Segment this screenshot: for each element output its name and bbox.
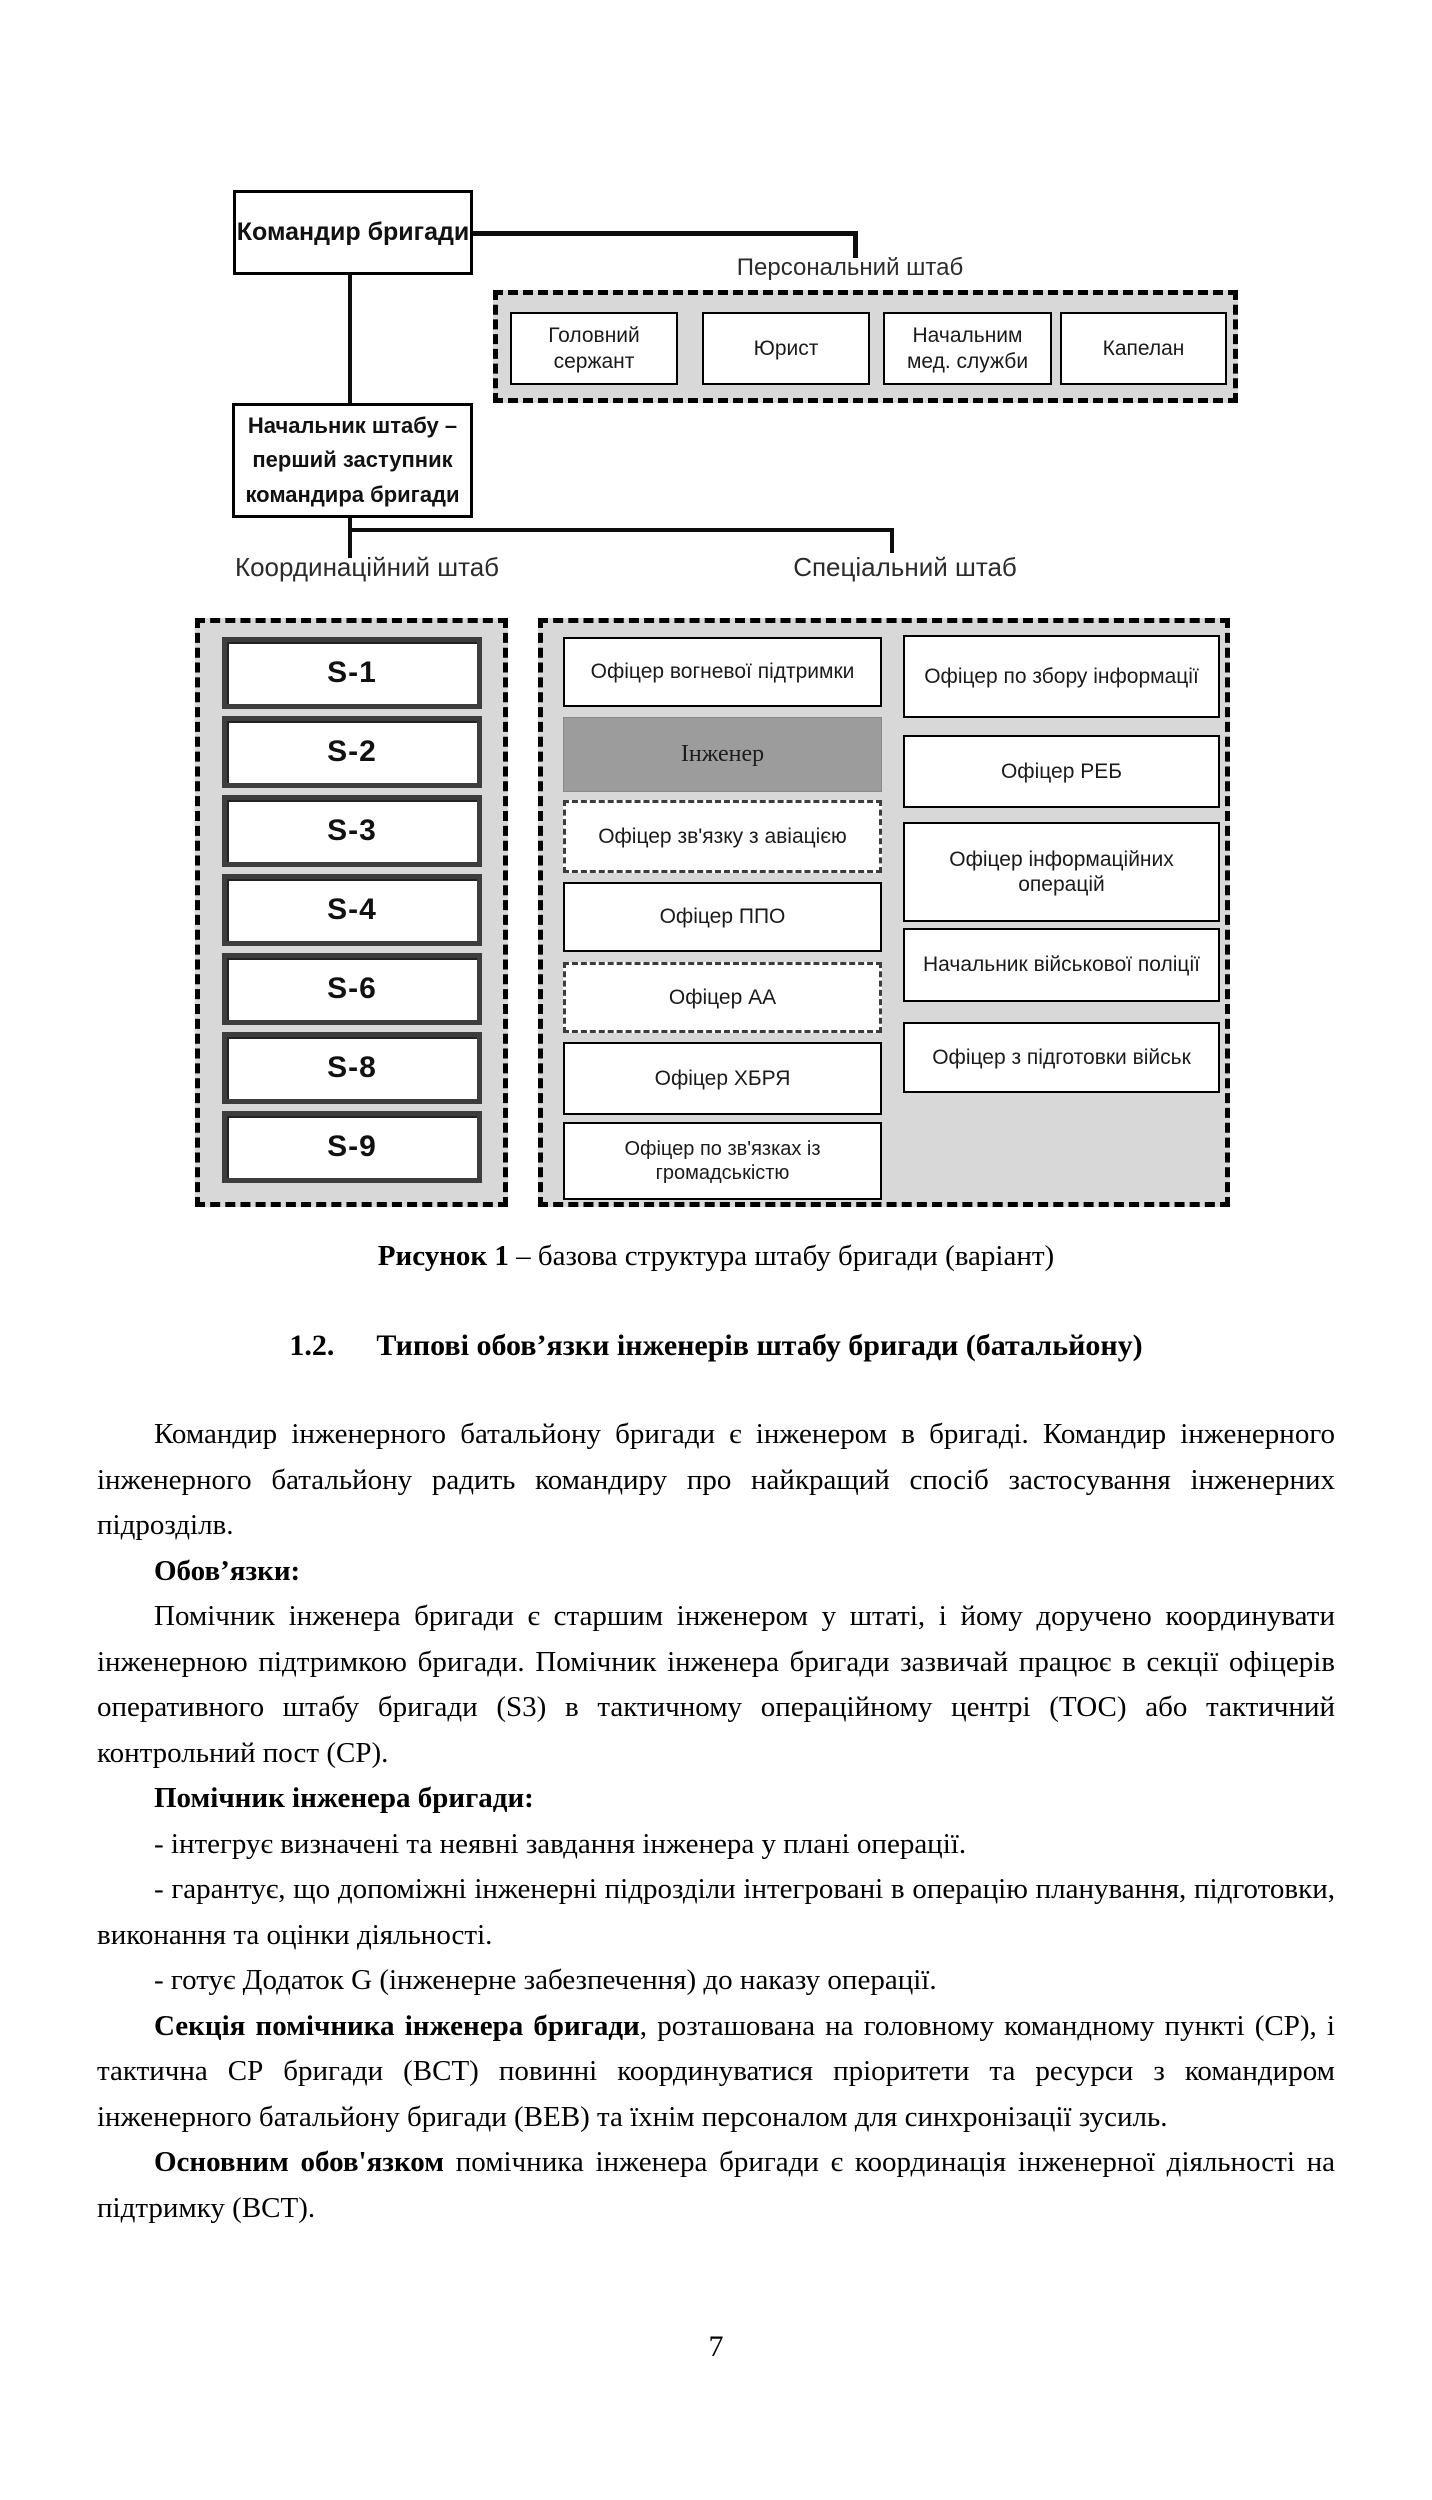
paragraph-text-run: - гарантує, що допоміжні інженерні підро… xyxy=(97,1873,1335,1951)
paragraph-bold-run: Секція помічника інженера бригади xyxy=(154,2009,640,2042)
body-paragraph: - гарантує, що допоміжні інженерні підро… xyxy=(97,1867,1335,1958)
chief-of-staff-box: Начальник штабу – перший заступник коман… xyxy=(232,403,473,518)
connector-chief-coordination xyxy=(348,518,352,558)
section-heading: 1.2. Типові обов’язки інженерів штабу бри… xyxy=(0,1329,1432,1363)
paragraph-bold-run: Обов’язки: xyxy=(154,1554,301,1587)
box-lawyer: Юрист xyxy=(702,312,870,385)
box-chaplain: Капелан xyxy=(1060,312,1227,385)
officer-box-air-defense: Офіцер ППО xyxy=(563,882,882,952)
officer-box-military-police: Начальник військової поліції xyxy=(903,928,1220,1002)
engineer-box: Інженер xyxy=(563,717,882,792)
box-sergeant-major: Головний сержант xyxy=(510,312,678,385)
officer-box-aa: Офіцер АА xyxy=(563,962,882,1033)
special-staff-label: Спеціальний штаб xyxy=(793,552,1017,582)
paragraph-text-run: Командир інженерного батальйону бригади … xyxy=(97,1418,1335,1541)
coordination-staff-label: Координаційний штаб xyxy=(234,552,500,582)
officer-box-info-ops: Офіцер інформаційних операцій xyxy=(903,822,1220,922)
figure-caption-text: – базова структура штабу бригади (варіан… xyxy=(508,1240,1055,1272)
connector-staffs-h xyxy=(348,528,894,532)
connector-commander-personal-v xyxy=(853,231,858,258)
officer-box-intelligence: Офіцер по збору інформації xyxy=(903,635,1220,718)
s3-box: S-3 xyxy=(222,795,482,867)
body-paragraph: Основним обов'язком помічника інженера б… xyxy=(97,2140,1335,2231)
paragraph-text-run: - інтегрує визначені та неявні завдання … xyxy=(154,1827,967,1860)
figure-caption-number: Рисунок 1 xyxy=(377,1240,509,1272)
officer-box-public-affairs: Офіцер по зв'язках із громадськістю xyxy=(563,1122,882,1200)
officer-box-training: Офіцер з підготовки військ xyxy=(903,1022,1220,1093)
body-paragraph: - готує Додаток G (інженерне забезпеченн… xyxy=(97,1958,1335,2004)
box-medical-chief: Начальним мед. служби xyxy=(883,312,1052,385)
body-paragraph: Секція помічника інженера бригади, розта… xyxy=(97,2004,1335,2141)
figure-caption: Рисунок 1 – базова структура штабу брига… xyxy=(0,1240,1432,1273)
body-text: Командир інженерного батальйону бригади … xyxy=(97,1412,1335,2231)
body-paragraph: Помічник інженера бригади є старшим інже… xyxy=(97,1594,1335,1776)
s8-box: S-8 xyxy=(222,1032,482,1104)
personal-staff-container: Головний сержант Юрист Начальним мед. сл… xyxy=(493,290,1238,403)
connector-commander-chief xyxy=(348,275,352,403)
page-number: 7 xyxy=(708,2330,724,2363)
connector-chief-special xyxy=(890,528,894,553)
special-staff-container: Офіцер вогневої підтримки Інженер Офіцер… xyxy=(538,618,1230,1207)
body-paragraph: - інтегрує визначені та неявні завдання … xyxy=(97,1822,1335,1868)
s2-box: S-2 xyxy=(222,716,482,788)
officer-box-cbrn: Офіцер ХБРЯ xyxy=(563,1042,882,1115)
paragraph-text-run: , розташована на головному командному пу… xyxy=(97,2009,1335,2133)
paragraph-bold-run: Основним обов'язком xyxy=(154,2146,444,2178)
section-title: Типові обов’язки інженерів штабу бригади… xyxy=(376,1329,1143,1362)
s1-box: S-1 xyxy=(222,637,482,709)
connector-commander-personal-h xyxy=(473,231,858,236)
body-paragraph: Помічник інженера бригади: xyxy=(97,1776,1335,1822)
officer-box-aviation-liaison: Офіцер зв'язку з авіацією xyxy=(563,800,882,873)
paragraph-text-run: помічника інженера бригади є координація… xyxy=(97,2146,1336,2224)
coordination-staff-container: S-1 S-2 S-3 S-4 S-6 S-8 S-9 xyxy=(195,618,508,1207)
paragraph-text-run: - готує Додаток G (інженерне забезпеченн… xyxy=(154,1964,937,1996)
commander-box: Командир бригади xyxy=(233,190,473,275)
s9-box: S-9 xyxy=(222,1111,482,1183)
body-paragraph: Командир інженерного батальйону бригади … xyxy=(97,1412,1335,1549)
officer-box-fire-support: Офіцер вогневої підтримки xyxy=(563,637,882,707)
s4-box: S-4 xyxy=(222,874,482,946)
paragraph-bold-run: Помічник інженера бригади: xyxy=(154,1782,534,1814)
paragraph-text-run: Помічник інженера бригади є старшим інже… xyxy=(97,1600,1335,1769)
section-number: 1.2. xyxy=(289,1329,335,1362)
officer-box-ew: Офіцер РЕБ xyxy=(903,735,1220,808)
body-paragraph: Обов’язки: xyxy=(97,1549,1335,1595)
personal-staff-label: Персональний штаб xyxy=(736,254,964,281)
s6-box: S-6 xyxy=(222,953,482,1025)
